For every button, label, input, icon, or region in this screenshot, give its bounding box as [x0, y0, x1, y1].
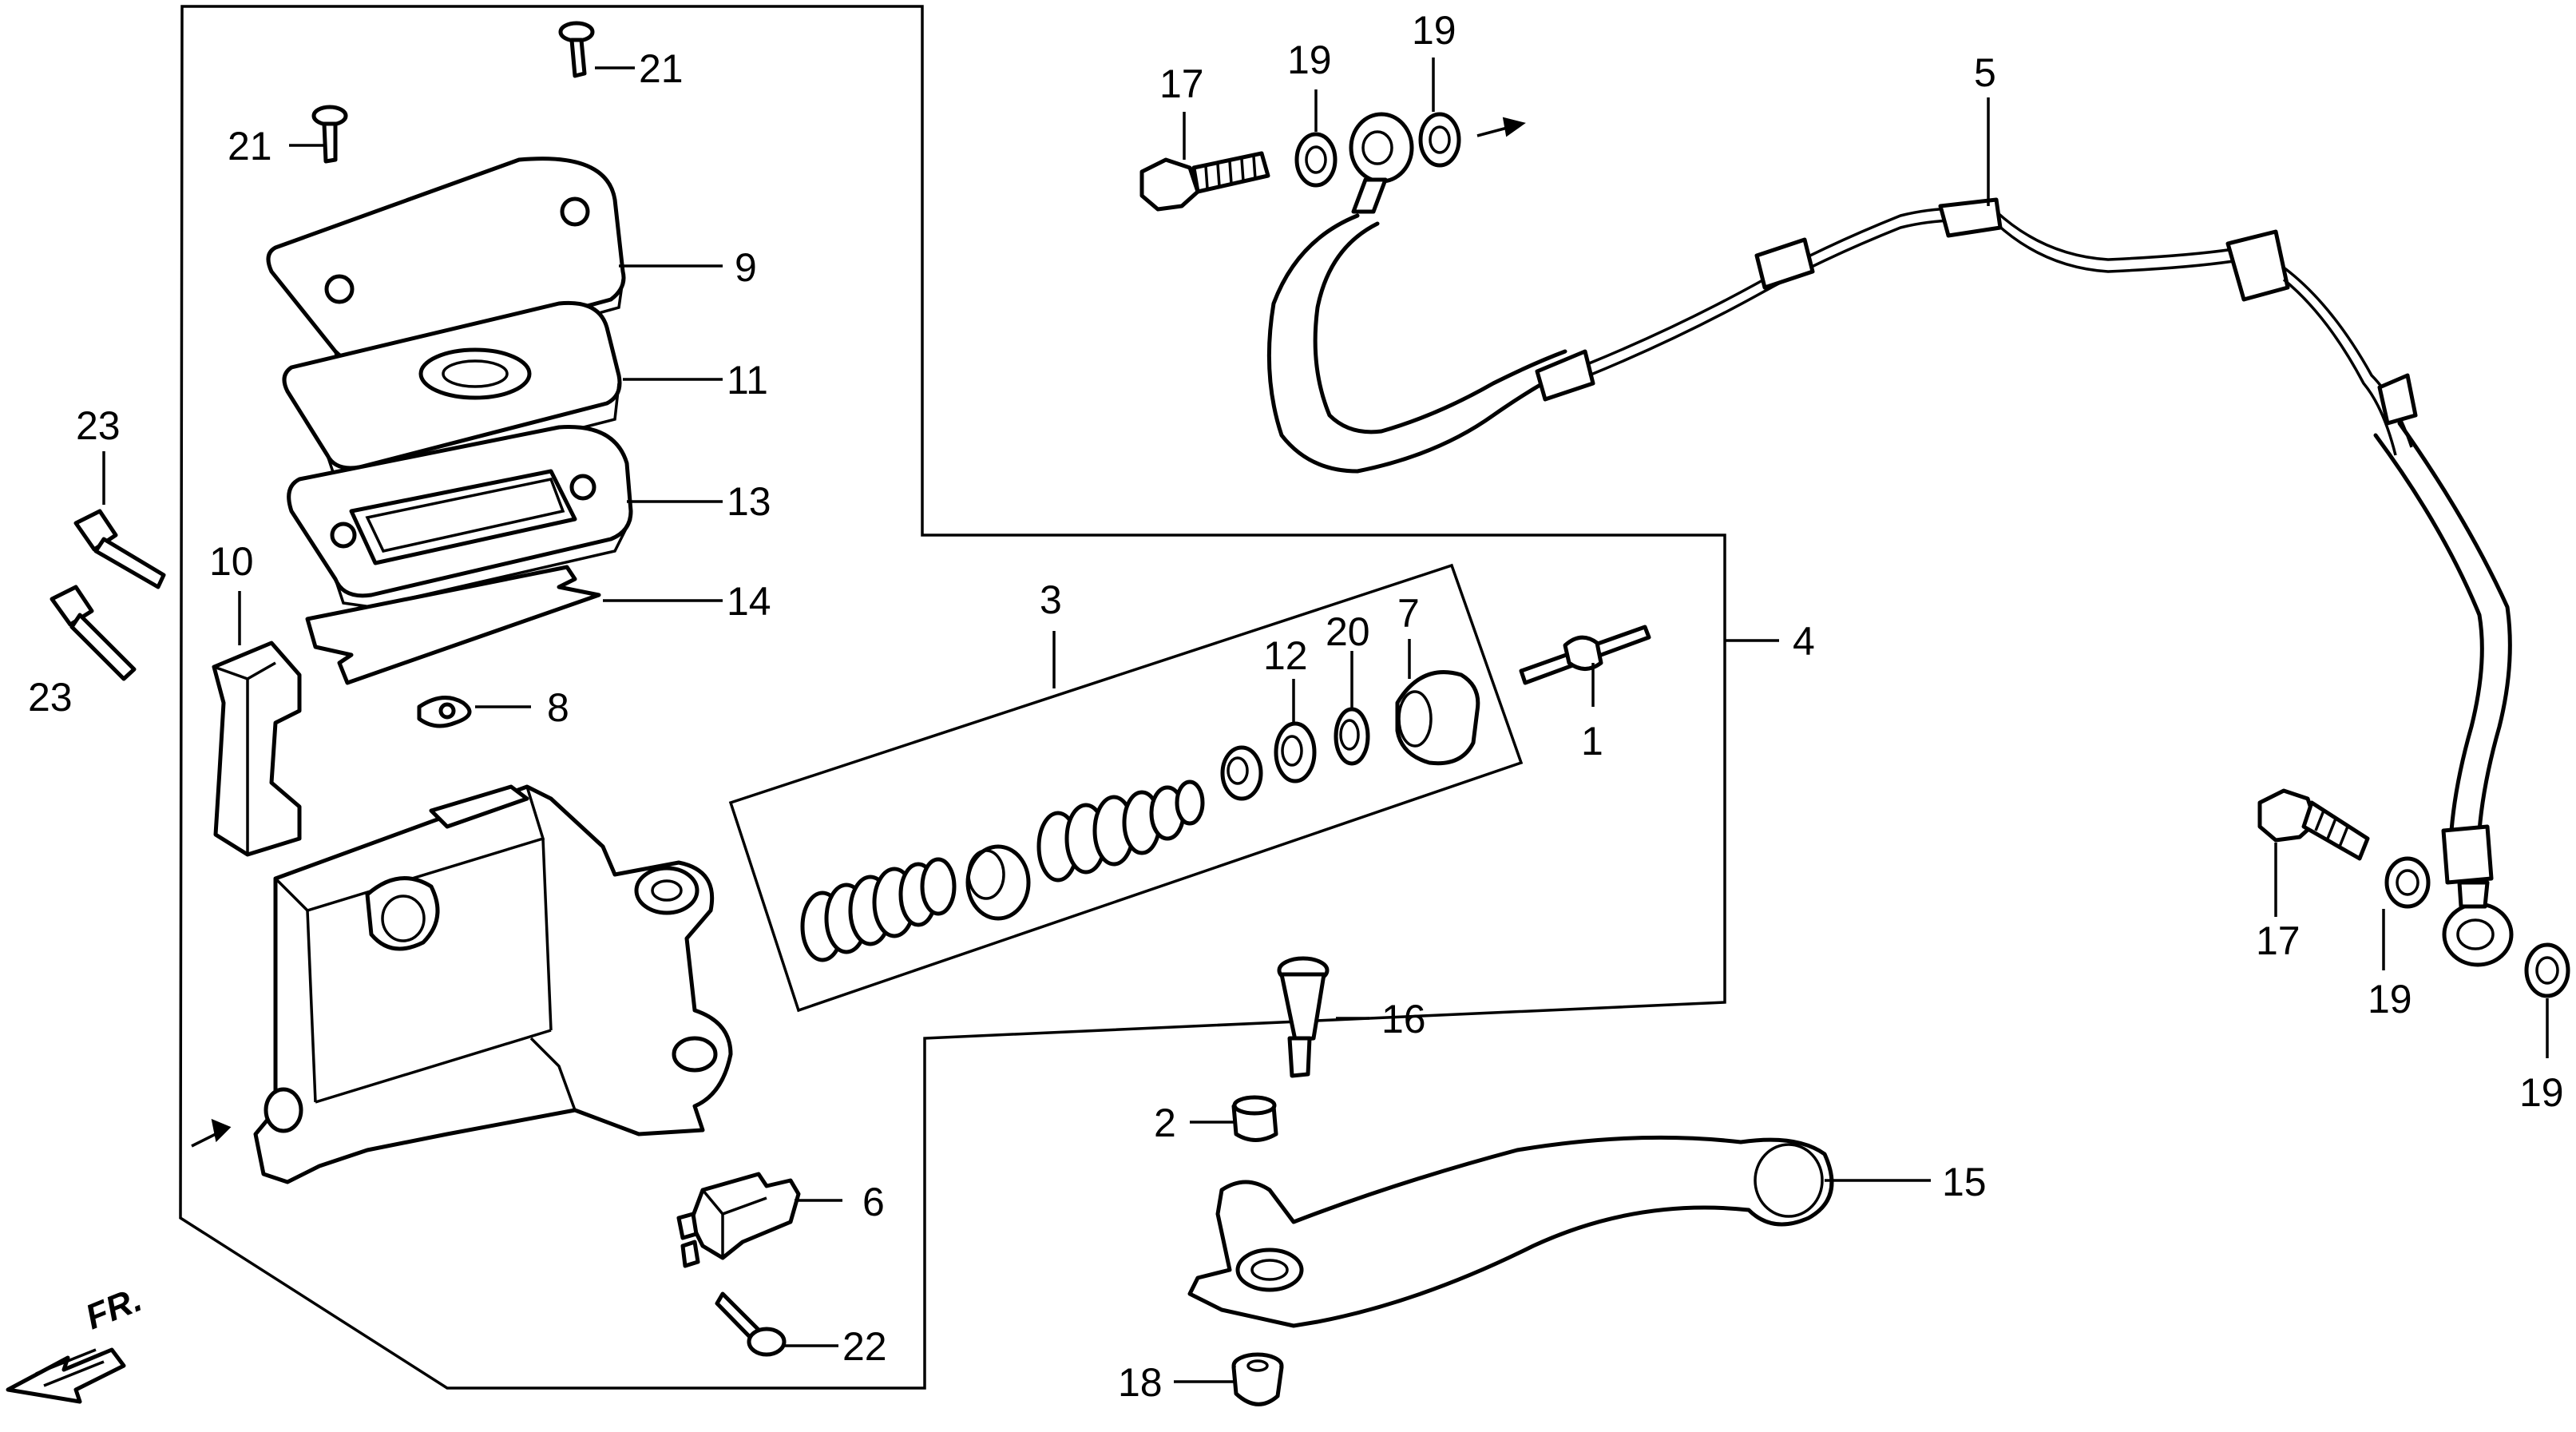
washer-19-upper-b: [1418, 112, 1461, 168]
secondary-cup: [1220, 745, 1263, 801]
callout-22: 22: [842, 1324, 887, 1369]
callout-2: 2: [1154, 1101, 1176, 1145]
gasket-plate: [305, 565, 601, 685]
washer-12: [1274, 721, 1317, 783]
washer-19-upper-a: [1294, 132, 1338, 188]
callout-9: 9: [735, 245, 757, 290]
callout-17-lower: 17: [2256, 918, 2301, 963]
callout-10: 10: [209, 539, 254, 584]
switch-screw: [715, 1291, 787, 1357]
leader-lines: [102, 58, 2549, 1383]
bolt-23-lower: [50, 585, 137, 681]
banjo-bolt-lower: [2257, 788, 2370, 861]
callout-13: 13: [727, 479, 771, 524]
bolt-23-upper: [73, 509, 166, 589]
callout-20: 20: [1326, 609, 1370, 654]
callout-17-upper: 17: [1159, 61, 1204, 106]
callout-12: 12: [1263, 633, 1308, 678]
primary-cup: [965, 844, 1031, 921]
callout-14: 14: [727, 579, 771, 624]
fluid-arrowhead-left: [211, 1118, 232, 1143]
callout-3: 3: [1040, 577, 1062, 622]
callout-23-upper: 23: [76, 403, 121, 448]
clip: [417, 696, 472, 728]
washer-19-lower-b: [2524, 942, 2570, 998]
callout-7: 7: [1397, 591, 1420, 636]
callout-23-lower: 23: [28, 675, 73, 720]
holder: [212, 641, 302, 857]
snap-ring-20: [1334, 707, 1370, 766]
front-direction-label: FR.: [80, 1279, 147, 1337]
callout-19-upper-b: 19: [1412, 8, 1456, 53]
assembly-outline: [179, 5, 1726, 1390]
callout-19-upper-a: 19: [1287, 38, 1332, 82]
callout-19-lower-a: 19: [2368, 977, 2412, 1021]
callout-11: 11: [727, 358, 768, 403]
piston: [1036, 779, 1205, 883]
fluid-arrowhead-upper: [1502, 117, 1526, 137]
callout-5: 5: [1974, 50, 1996, 95]
callout-18: 18: [1118, 1360, 1163, 1405]
callout-21-lower: 21: [228, 124, 272, 169]
clutch-hose: [1266, 197, 2512, 885]
pivot-collar: [1231, 1352, 1284, 1406]
boot-7: [1395, 670, 1480, 766]
push-rod: [1519, 625, 1651, 685]
screw-21-upper: [558, 21, 595, 78]
callout-4: 4: [1793, 619, 1815, 664]
front-direction-arrow: [6, 1347, 126, 1404]
callout-6: 6: [862, 1180, 885, 1224]
washer-19-lower-a: [2384, 856, 2431, 909]
callout-8: 8: [547, 685, 569, 730]
callout-1: 1: [1581, 719, 1603, 764]
banjo-fitting-upper: [1349, 112, 1414, 214]
master-cylinder-body: [253, 784, 733, 1184]
callout-21-upper: 21: [639, 46, 684, 91]
banjo-fitting-lower: [2442, 880, 2514, 967]
callout-19-lower-b: 19: [2519, 1070, 2564, 1115]
callout-16: 16: [1381, 997, 1426, 1041]
banjo-bolt-upper: [1139, 151, 1270, 212]
pivot-bolt: [1277, 956, 1330, 1078]
diaphragm: [287, 425, 633, 609]
screw-21-lower: [311, 105, 348, 164]
callout-15: 15: [1942, 1160, 1987, 1204]
piston-kit-outline: [728, 563, 1524, 1013]
clutch-lever: [1187, 1135, 1834, 1328]
pivot-nut: [1231, 1095, 1278, 1142]
spring: [800, 857, 957, 962]
clutch-switch: [676, 1172, 801, 1268]
